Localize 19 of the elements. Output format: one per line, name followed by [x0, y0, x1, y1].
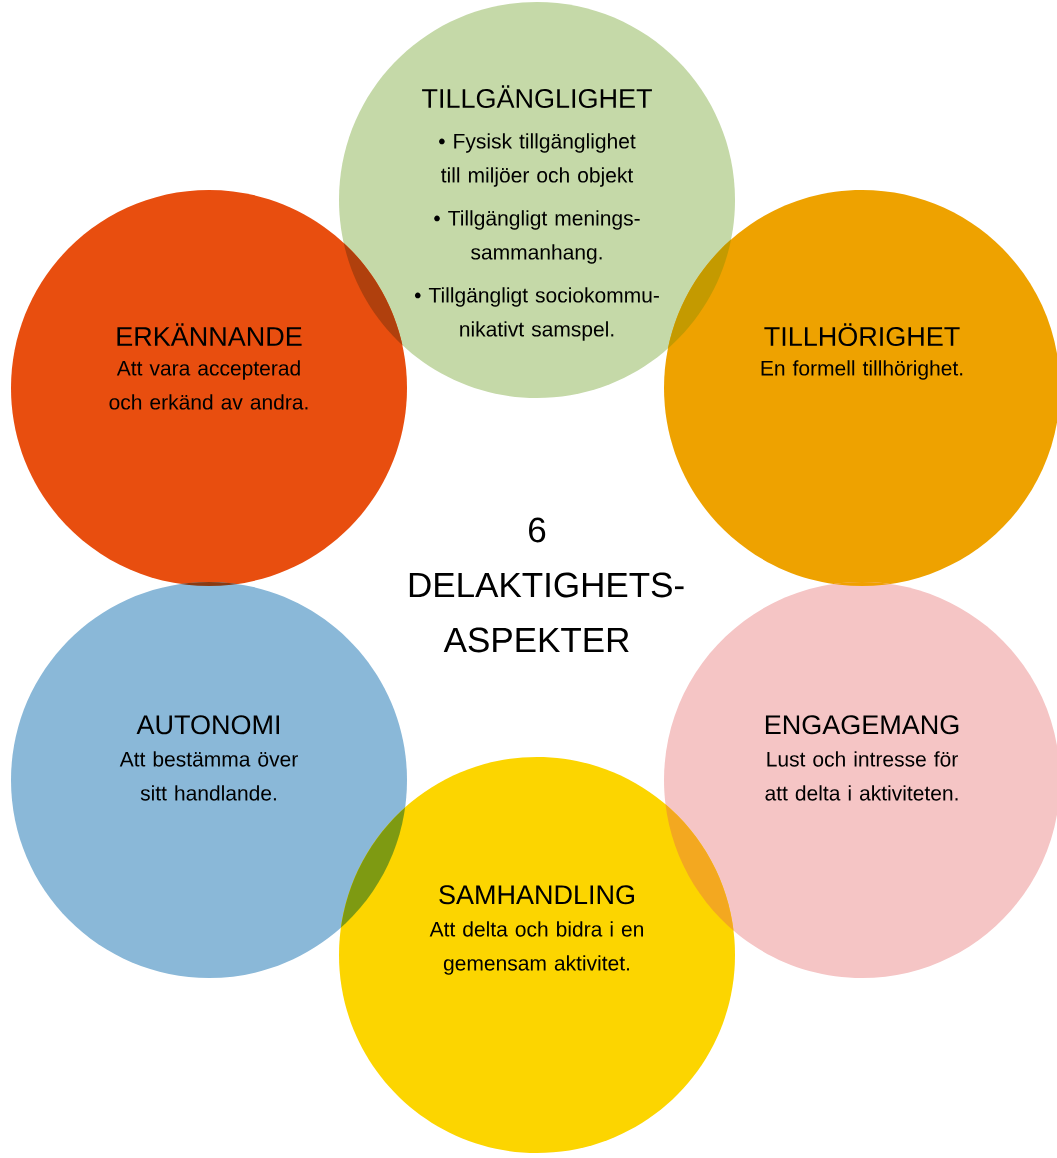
circle — [11, 582, 407, 978]
circle-heading: TILLHÖRIGHET — [764, 323, 960, 347]
circle-text: Lust och intresse för att delta i aktiviteten. — [765, 751, 958, 801]
circle-heading: ERKÄNNANDE — [117, 323, 302, 346]
circle-heading: AUTONOMI — [136, 715, 280, 735]
circle-text: Att vara accepterad och erkänd av andra. — [109, 360, 308, 410]
circle-heading: ENGAGEMANG — [765, 715, 959, 735]
centre-title: 6 DELAKTIGHETS-ASPEKTER — [409, 517, 684, 653]
circle-text: En formell tillhörighet. — [761, 360, 963, 380]
circle — [11, 190, 407, 586]
circle-text: Att bestämma över sitt handlande. — [119, 751, 298, 801]
circle — [339, 757, 735, 1153]
circle — [339, 2, 735, 398]
circle-heading: SAMHANDLING — [439, 885, 634, 905]
bullet-item: • Tillgängligt sociokommu-nikativt samspel. — [414, 287, 659, 341]
bullet-item: • Fysisk tillgänglighet till miljöer och objekt — [439, 133, 636, 187]
circle-text: Att delta och bidra i en gemensam aktivitet. — [429, 921, 643, 975]
circle-heading: TILLGÄNGLIGHET — [422, 85, 652, 109]
bullet-item: • Tillgängligt menings-sammanhang. — [434, 210, 640, 264]
